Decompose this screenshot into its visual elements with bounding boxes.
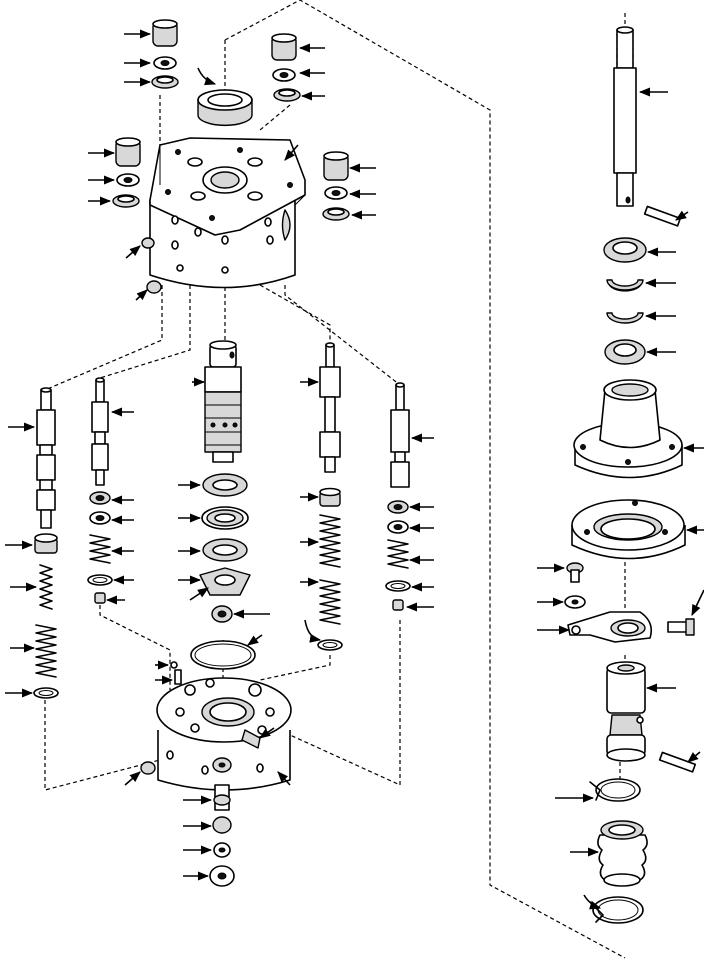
clamp-bolt [667, 618, 695, 636]
center-spool [204, 340, 242, 463]
relief-valve-stack [209, 757, 235, 887]
fifth-spool [390, 382, 410, 488]
bearing-housing [573, 379, 683, 479]
left-top-cap-assembly [151, 19, 179, 89]
input-shaft [613, 26, 637, 207]
far-left-spring-stack [33, 533, 59, 699]
shaft-pin [643, 205, 682, 227]
large-top-seal-ring [197, 89, 253, 127]
center-o-ring [190, 640, 256, 670]
fourth-spool-spring [317, 487, 343, 651]
lower-housing-dowels [140, 661, 182, 775]
second-spool-seals [87, 491, 113, 604]
leader-arrows [5, 29, 704, 910]
joint-pin [658, 751, 697, 773]
second-spool [91, 377, 109, 486]
universal-joint [606, 661, 646, 762]
protective-boot [597, 820, 648, 887]
upper-housing-plugs [141, 237, 162, 294]
left-side-cap-assembly [112, 137, 141, 208]
right-side-cap-assembly [322, 151, 350, 221]
lower-bearing [604, 339, 646, 365]
center-bearing-stack [199, 473, 251, 623]
retaining-clip-upper [589, 778, 641, 802]
fifth-spool-seals [385, 500, 411, 611]
clamp-arm [567, 611, 653, 643]
lower-valve-housing [156, 677, 292, 791]
upper-bearing [603, 237, 647, 263]
fourth-spool [319, 342, 341, 473]
mounting-flange [571, 499, 686, 560]
flange-screw-and-washer [564, 562, 586, 609]
far-left-spool [36, 387, 56, 529]
right-top-cap-assembly [271, 33, 301, 102]
retaining-clip-lower [589, 896, 644, 924]
snap-rings [606, 279, 644, 324]
upper-valve-housing [149, 137, 306, 289]
